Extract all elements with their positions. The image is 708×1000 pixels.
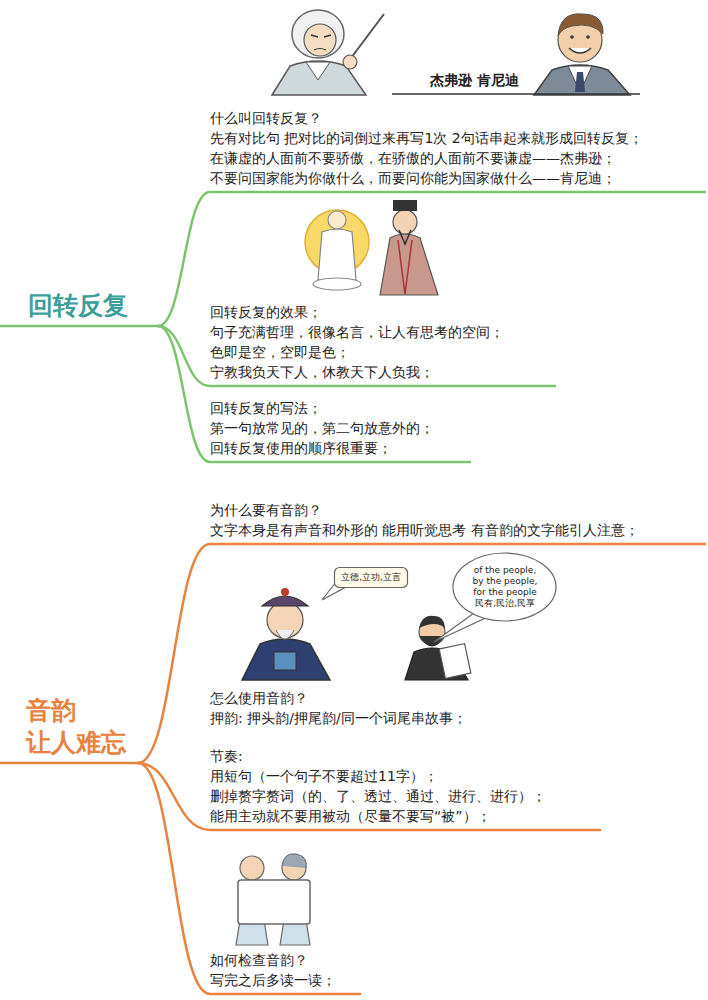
trim <box>398 240 412 294</box>
kennedy-figure <box>534 14 630 95</box>
robe <box>318 229 356 280</box>
jefferson-figure <box>272 10 384 95</box>
shirt <box>568 66 592 92</box>
zeng-figure <box>242 588 330 680</box>
eye <box>570 35 574 39</box>
quill <box>348 14 384 62</box>
robe <box>242 639 330 680</box>
text-line: 删掉赘字赘词（的、了、透过、通过、进行、进行）； <box>210 786 546 806</box>
topic-label: 音韵 让人难忘 <box>26 695 138 759</box>
collar <box>306 62 330 80</box>
hair <box>419 616 445 628</box>
bubble-text: of the people, by the people, for the pe… <box>468 565 542 609</box>
text-block: 如何检查音韵？写完之后多读一读； <box>210 950 336 994</box>
branch-topic: 音韵 让人难忘 <box>26 695 138 763</box>
text-block: 回转反复的写法；第一句放常见的，第二句放意外的；回转反复使用的顺序很重要； <box>210 398 434 462</box>
bubble-text: 立德,立功,立言 <box>341 572 401 583</box>
beard <box>399 230 411 244</box>
branch-connector <box>138 763 600 830</box>
text-block: 为什么要有音韵？文字本身是有声音和外形的 能用听觉思考 有音韵的文字能引人注意； <box>210 500 639 544</box>
caption-rule <box>392 93 640 95</box>
branch-line <box>0 762 138 765</box>
text-line: 押韵: 押头韵/押尾韵/同一个词尾串故事； <box>210 708 546 728</box>
hat-knob <box>281 588 289 596</box>
text-line: 在谦虚的人面前不要骄傲，在骄傲的人面前不要谦虚——杰弗逊； <box>210 148 643 168</box>
text-line: 什么叫回转反复？ <box>210 108 643 128</box>
text-line: 怎么使用音韵？ <box>210 688 546 708</box>
face <box>267 602 303 638</box>
beard <box>276 630 294 639</box>
speech-bubble: 立德,立功,立言 <box>334 567 408 588</box>
speech-bubble: of the people, by the people, for the pe… <box>452 552 557 622</box>
buddha-figure <box>305 210 369 290</box>
branch-line <box>0 325 158 328</box>
text-line: 如何检查音韵？ <box>210 950 336 970</box>
branch-connector <box>158 192 705 326</box>
paper <box>439 644 471 679</box>
brow <box>311 35 331 37</box>
text-block: 回转反复的效果；句子充满哲理，很像名言，让人有思考的空间；色即是空，空即是色；宁… <box>210 302 504 386</box>
text-line: 回转反复的写法； <box>210 398 434 418</box>
text-line: 文字本身是有声音和外形的 能用听觉思考 有音韵的文字能引人注意； <box>210 520 639 540</box>
suit <box>534 65 630 95</box>
text-line: 第一句放常见的，第二句放意外的； <box>210 418 434 438</box>
bubble-shape <box>335 568 408 588</box>
caption-label: 杰弗逊 肯尼迪 <box>430 72 519 90</box>
head <box>393 210 417 234</box>
text-line: 先有对比句 把对比的词倒过来再写1次 2句话串起来就形成回转反复； <box>210 128 643 148</box>
text-line: 为什么要有音韵？ <box>210 500 639 520</box>
text-line: 写完之后多读一读； <box>210 970 336 990</box>
tie <box>575 72 585 92</box>
hair <box>282 854 306 868</box>
mouth <box>314 49 326 51</box>
head <box>240 856 264 880</box>
two-people-sign <box>236 854 310 945</box>
text-block: 什么叫回转反复？先有对比句 把对比的词倒过来再写1次 2句话串起来就形成回转反复… <box>210 108 643 192</box>
topic-label: 回转反复 <box>28 290 158 322</box>
text-line: 不要问国家能为你做什么，而要问你能为国家做什么——肯尼迪； <box>210 168 643 188</box>
hat <box>393 200 417 211</box>
text-line: 句子充满哲理，很像名言，让人有思考的空间； <box>210 322 504 342</box>
hair <box>558 14 603 36</box>
bubble-shape <box>453 553 556 621</box>
text-line: 能用主动就不要用被动（尽量不要写“被”）； <box>210 806 546 826</box>
smile <box>569 48 591 53</box>
text-line: 用短句（一个句子不要超过11字）； <box>210 766 546 786</box>
face <box>304 24 336 56</box>
text-line: 色即是空，空即是色； <box>210 342 504 362</box>
text-block: 怎么使用音韵？押韵: 押头韵/押尾韵/同一个词尾串故事； 节奏:用短句（一个句子不… <box>210 688 546 830</box>
branch-topic: 回转反复 <box>28 290 158 326</box>
branch-connector <box>138 544 705 763</box>
robe <box>380 234 438 295</box>
hand <box>343 55 357 69</box>
eye <box>586 35 590 39</box>
caocao-figure <box>380 200 438 295</box>
hat <box>262 596 308 606</box>
text-line: 宁教我负天下人，休教天下人负我； <box>210 362 504 382</box>
lotus <box>313 278 361 290</box>
head <box>328 211 346 229</box>
text-line: 回转反复使用的顺序很重要； <box>210 438 434 458</box>
text-line: 回转反复的效果； <box>210 302 504 322</box>
sign <box>238 880 310 924</box>
badge <box>274 652 296 670</box>
text-line: 节奏: <box>210 746 546 766</box>
hair <box>292 10 344 58</box>
